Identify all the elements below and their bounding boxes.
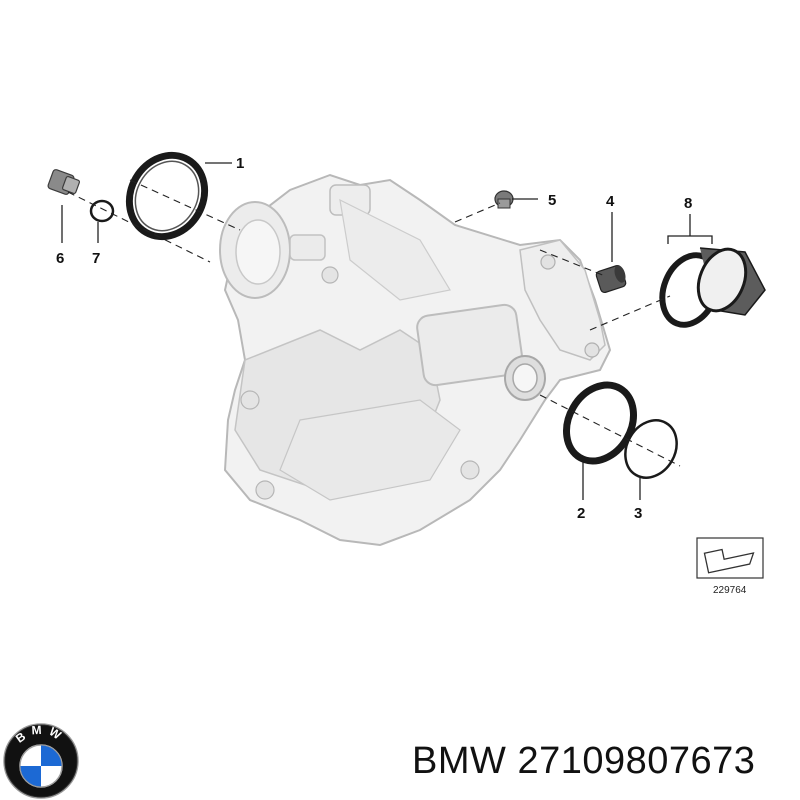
part-6-plug-screw xyxy=(47,169,81,195)
brand-name: BMW xyxy=(412,740,507,782)
part-7-o-ring xyxy=(89,199,115,223)
callout-8: 8 xyxy=(684,195,692,212)
part-1-seal-ring xyxy=(125,151,209,241)
transfer-case-housing xyxy=(219,173,612,547)
alignment-lines xyxy=(67,179,681,467)
callout-5: 5 xyxy=(548,192,556,209)
part-2-seal xyxy=(563,381,637,465)
callout-1: 1 xyxy=(236,155,244,172)
callout-7: 7 xyxy=(92,250,100,267)
part-number-caption: BMW 27109807673 xyxy=(412,740,755,783)
reference-number: 229764 xyxy=(713,585,747,596)
part-4-dowel-sleeve xyxy=(595,264,627,294)
part-5-screw xyxy=(494,190,514,209)
bmw-logo: BMW xyxy=(3,723,79,799)
callout-leaders xyxy=(61,162,713,500)
part-8-seal-set xyxy=(659,247,766,328)
callout-2: 2 xyxy=(577,505,585,522)
part-3-o-ring xyxy=(624,419,678,479)
callout-3: 3 xyxy=(634,505,642,522)
reference-box: 229764 xyxy=(696,537,764,596)
part-number: 27109807673 xyxy=(517,740,756,782)
callout-labels: 1 6 7 5 4 8 2 3 xyxy=(56,155,692,522)
callout-6: 6 xyxy=(56,250,64,267)
callout-4: 4 xyxy=(606,193,615,210)
